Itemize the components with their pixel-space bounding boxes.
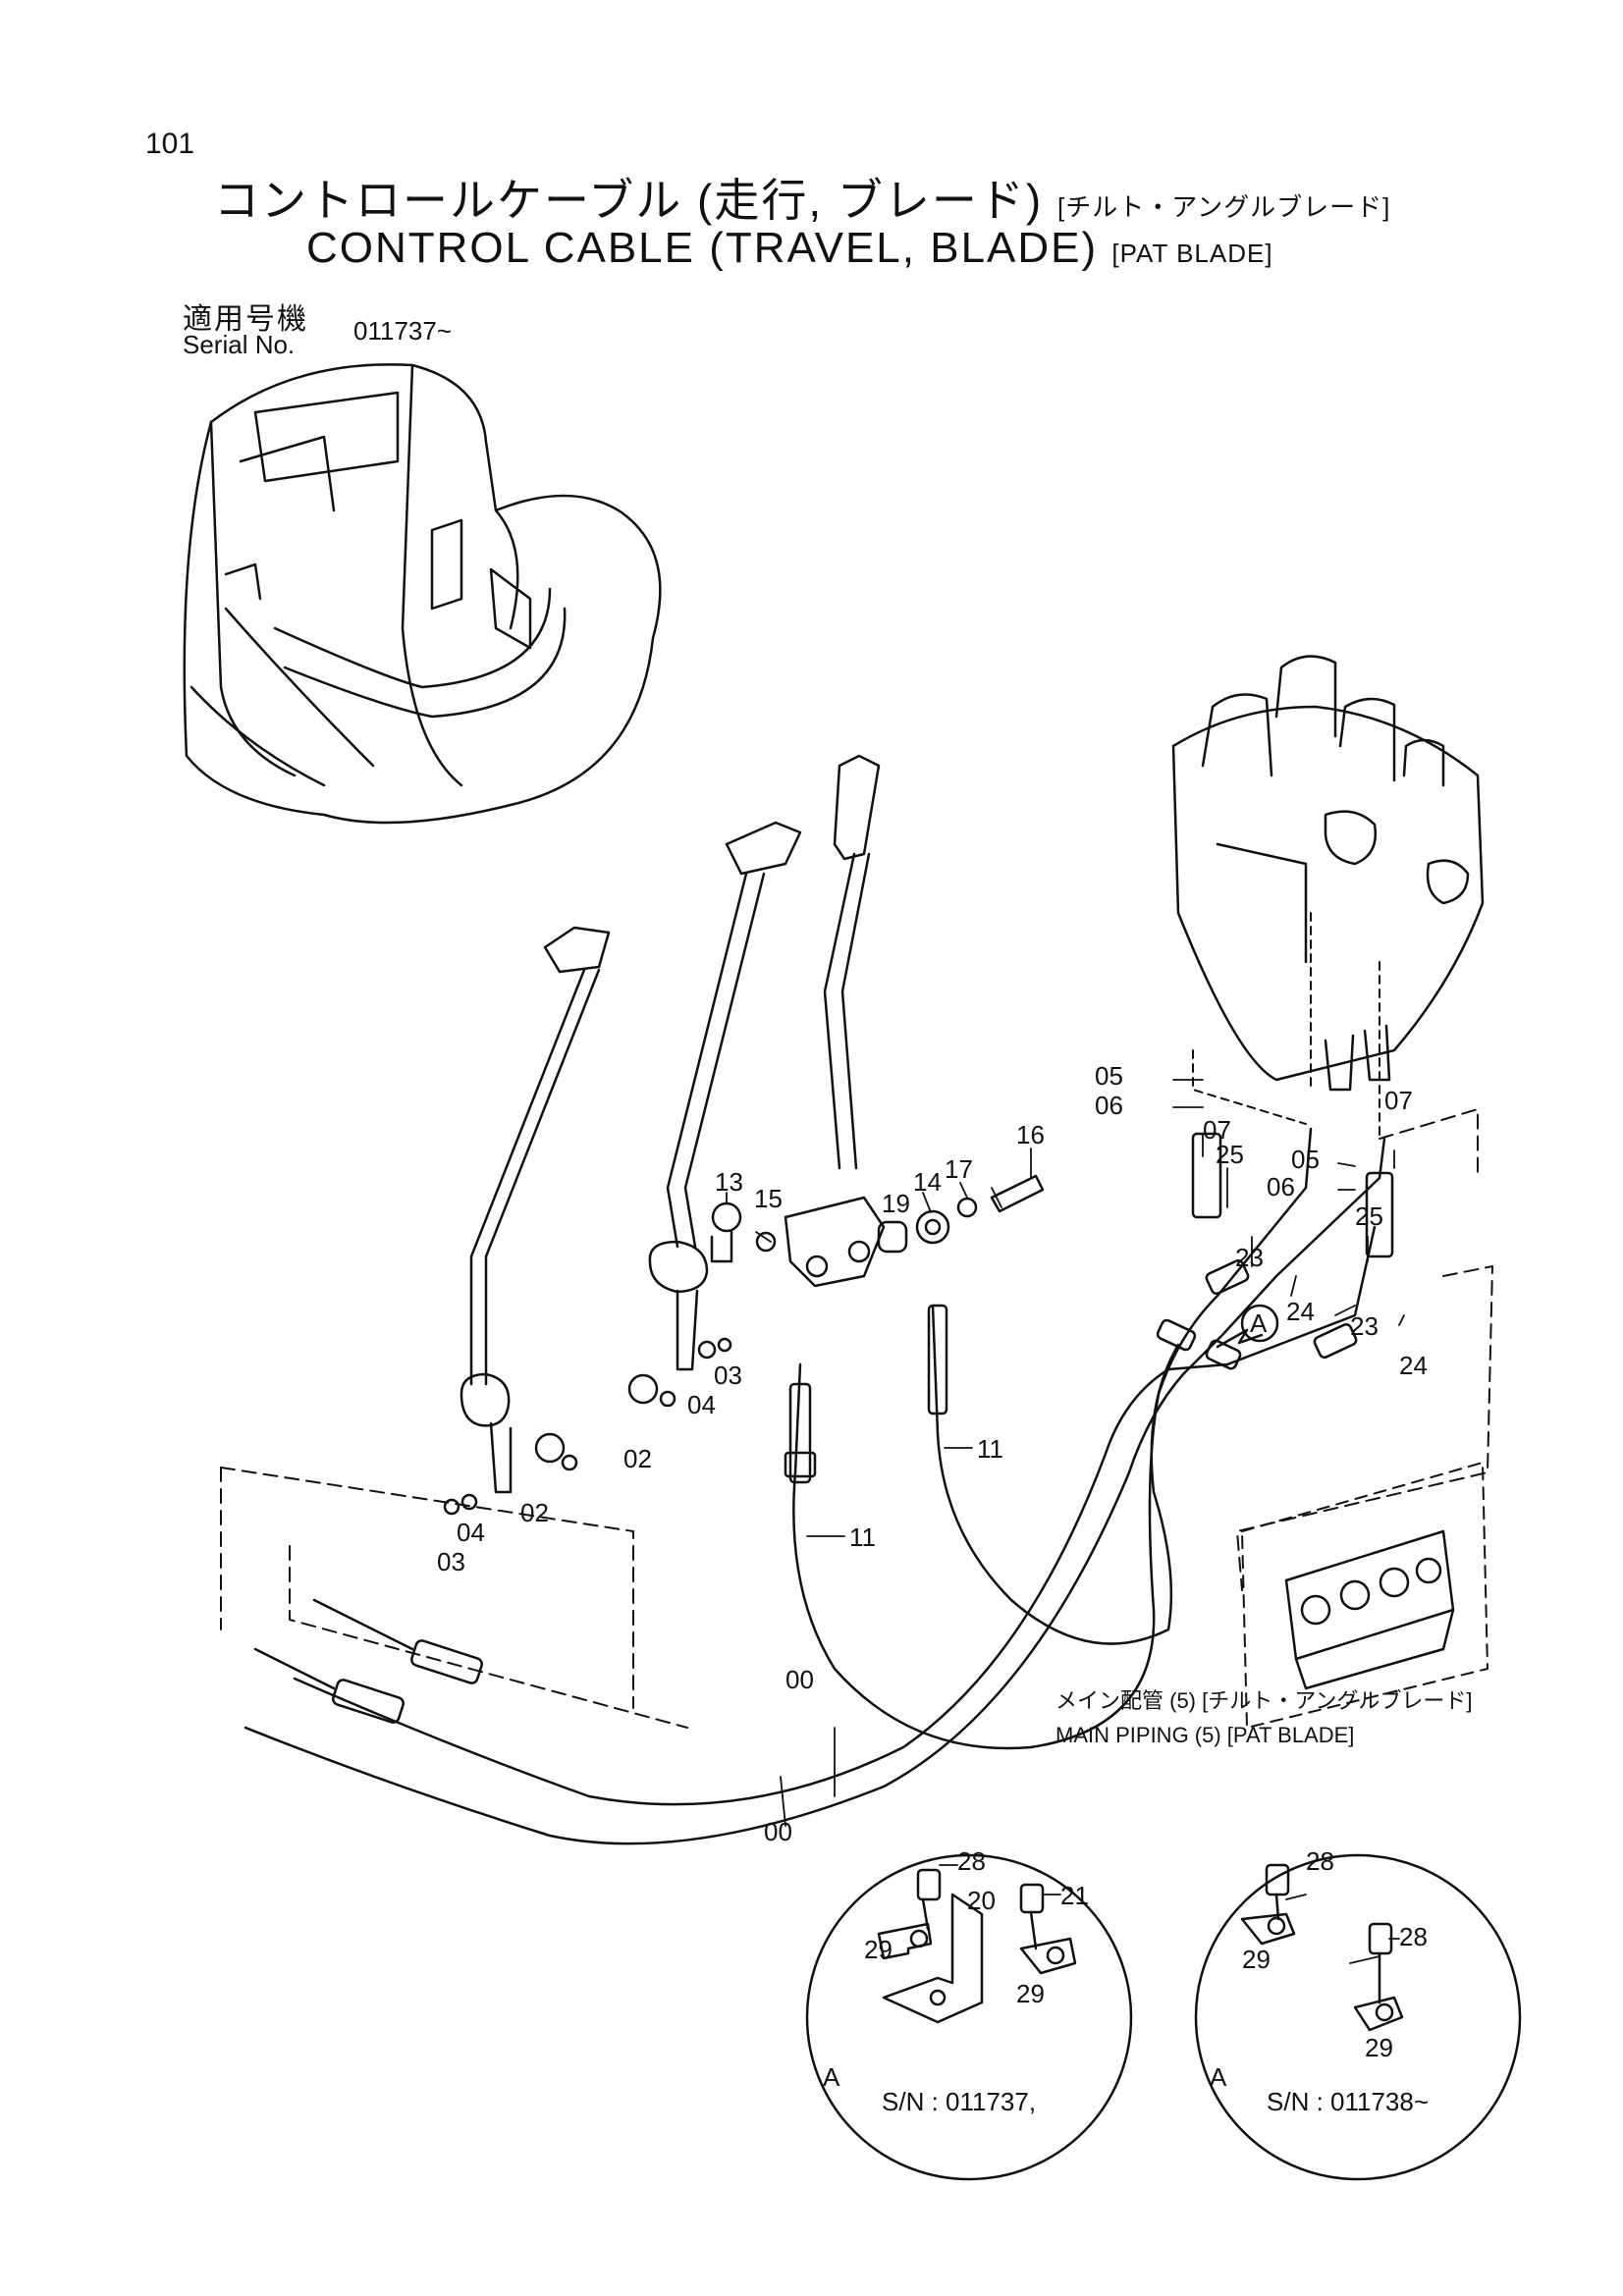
callout-03-a: 03 [714,1361,742,1390]
callout-07-a: 07 [1203,1115,1231,1145]
detail-circle-left [805,1853,1133,2181]
detail-left-callout-21: 21 [1060,1881,1089,1910]
callout-04-b: 04 [457,1518,485,1547]
serial-value: 011737~ [353,316,453,346]
title-en-bracket: [PAT BLADE] [1111,239,1273,268]
callout-leader-lines [726,1079,1405,1964]
serial-label-jp: 適用号機 [183,303,308,336]
travel-lever-left [460,926,611,1494]
callout-23-a: 23 [1235,1243,1264,1272]
detail-left-view-label: A [823,2062,840,2092]
detail-left-serial: S/N : 011737, [882,2087,1036,2116]
detail-right-callout-28-b: 28 [1399,1922,1428,1951]
title-en-main: CONTROL CABLE (TRAVEL, BLADE) [306,224,1099,272]
callout-05-a: 05 [1095,1061,1123,1091]
callout-16: 16 [1016,1120,1045,1149]
detail-left-callout-28: 28 [957,1846,986,1876]
callout-11-b: 11 [849,1522,876,1552]
callout-02-b: 02 [520,1498,549,1527]
title-jp-main: コントロールケーブル (走行, ブレード) [214,175,1044,226]
serial-label-en: Serial No. [183,330,296,359]
title-japanese: コントロールケーブル (走行, ブレード) [チルト・アングルブレード] [214,165,1390,230]
detail-left-callout-29-a: 29 [864,1935,893,1964]
detail-right-callout-29-a: 29 [1242,1945,1271,1974]
cable-end-fittings [253,1132,1394,1724]
callout-14: 14 [913,1167,942,1197]
page-number: 101 [145,128,195,160]
reference-en: MAIN PIPING (5) [PAT BLADE] [1055,1723,1354,1747]
callout-23-b: 23 [1350,1311,1379,1341]
title-jp-bracket: [チルト・アングルブレード] [1057,192,1391,222]
view-a-marker-circle [1240,1304,1279,1343]
callout-24-b: 24 [1399,1351,1428,1380]
callout-15: 15 [754,1184,783,1213]
dashed-detail-frames [220,1108,1493,1729]
detail-right-view-label: A [1210,2062,1227,2092]
blade-lever [784,754,886,1288]
detail-right-callout-29-b: 29 [1365,2033,1393,2062]
detail-left-callout-20: 20 [967,1886,996,1915]
travel-lever-right [648,821,802,1371]
detail-right-serial: S/N : 011738~ [1267,2087,1429,2116]
main-piping-valve-illustration [1241,1462,1488,1729]
callout-04-a: 04 [687,1390,716,1419]
callout-03-b: 03 [437,1547,465,1576]
callout-07-b: 07 [1384,1086,1413,1115]
callout-06-a: 06 [1095,1091,1123,1120]
callout-labels: 00 00 02 02 03 03 04 04 05 05 06 06 07 0… [437,1061,1472,2116]
title-english: CONTROL CABLE (TRAVEL, BLADE) [PAT BLADE… [306,224,1273,273]
detail-circle-right [1194,1853,1522,2181]
callout-24-a: 24 [1286,1297,1315,1326]
reference-jp: メイン配管 (5) [チルト・アングルブレード] [1055,1688,1472,1713]
callout-05-b: 05 [1291,1145,1320,1174]
joint-fittings [443,1174,1045,1516]
callout-02-a: 02 [623,1444,652,1473]
detail-left-callout-29-b: 29 [1016,1979,1045,2008]
callout-11-a: 11 [977,1434,1003,1464]
valve-leader-lines [1192,912,1380,1140]
control-valve-illustration [1171,655,1485,1092]
callout-00-a: 00 [785,1665,814,1694]
callout-19: 19 [882,1189,910,1218]
callout-17: 17 [945,1154,973,1184]
detail-right-callout-28-a: 28 [1306,1846,1334,1876]
control-cables [243,1127,1386,1845]
callout-06-b: 06 [1267,1172,1295,1201]
excavator-overview-illustration [183,363,662,825]
callout-25-a: 25 [1216,1140,1244,1169]
callout-25-b: 25 [1355,1201,1383,1231]
callout-00-b: 00 [764,1817,792,1846]
callout-view-a: A [1250,1308,1268,1338]
callout-13: 13 [715,1167,743,1197]
